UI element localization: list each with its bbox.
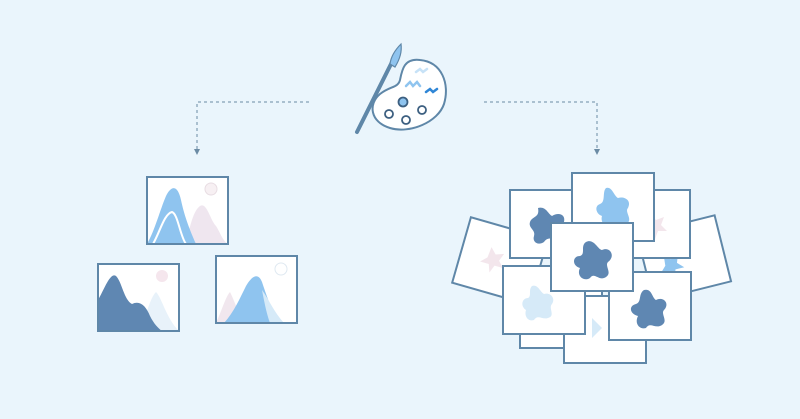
splat-shape-card-icon [550, 222, 634, 292]
paintbrush-icon [355, 42, 402, 134]
landscape-picture-icon [146, 176, 229, 245]
paint-palette-icon [371, 58, 447, 131]
landscape-picture-icon [97, 263, 180, 332]
connector-right [484, 101, 600, 155]
connector-left [194, 101, 309, 155]
landscape-picture-icon [215, 255, 298, 324]
